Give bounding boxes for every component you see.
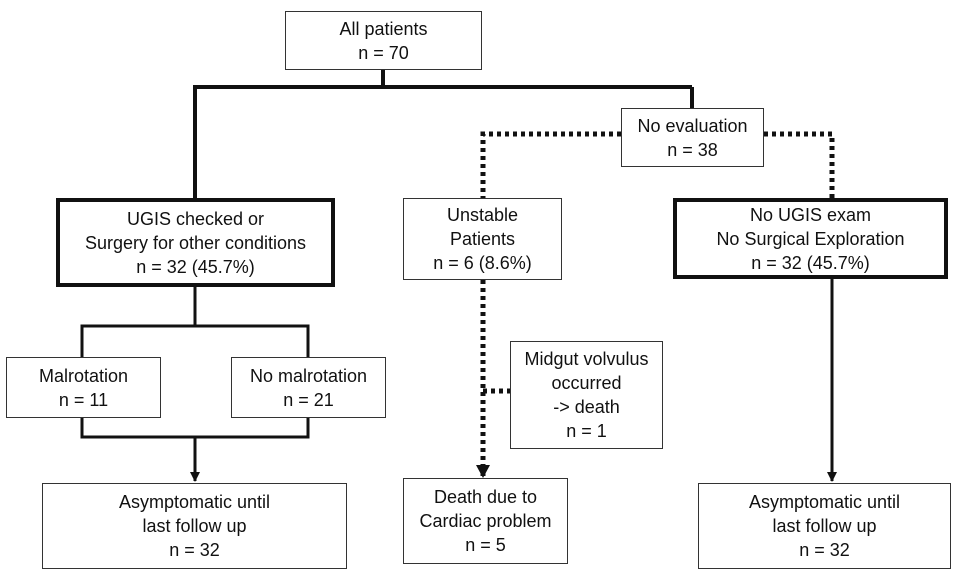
node-volvulus-line-3: -> death — [553, 397, 620, 417]
node-all-patients: All patients n = 70 — [285, 11, 482, 70]
node-ugis-checked-line-2: Surgery for other conditions — [84, 232, 307, 253]
node-ugis-checked-line-3: n = 32 (45.7%) — [136, 256, 255, 277]
node-no-evaluation: No evaluation n = 38 — [621, 108, 764, 167]
node-malrotation-line-2: n = 11 — [58, 389, 109, 410]
node-volvulus-line-4: n = 1 — [566, 421, 607, 441]
node-midgut-volvulus: Midgut volvulus occurred -> death n = 1 — [510, 341, 663, 449]
node-no-ugis-line-3: n = 32 (45.7%) — [751, 252, 870, 273]
node-asymptomatic-left: Asymptomatic until last follow up n = 32 — [42, 483, 347, 569]
node-unstable-line-2: Patients — [449, 229, 516, 249]
connector-merge — [80, 418, 310, 439]
node-asymp-left-line-1: Asymptomatic until — [118, 492, 271, 512]
node-ugis-checked: UGIS checked or Surgery for other condit… — [56, 198, 335, 287]
node-all-patients-line-1: All patients — [339, 18, 428, 39]
node-no-malrotation-line-1: No malrotation — [249, 365, 368, 386]
node-no-ugis-line-2: No Surgical Exploration — [716, 228, 905, 249]
node-all-patients-line-2: n = 70 — [358, 42, 409, 63]
connector-ugis-split — [80, 324, 310, 357]
node-no-ugis-exam: No UGIS exam No Surgical Exploration n =… — [673, 198, 948, 279]
node-unstable-line-1: Unstable — [446, 205, 519, 225]
arrow-head-death — [476, 465, 490, 478]
node-asymp-right-line-1: Asymptomatic until — [748, 492, 901, 512]
node-death-line-1: Death due to — [433, 487, 538, 507]
node-volvulus-line-2: occurred — [551, 373, 622, 393]
connector-no-evaluation-to-no-ugis — [764, 131, 835, 198]
node-asymp-left-line-3: n = 32 — [169, 540, 220, 560]
node-volvulus-line-1: Midgut volvulus — [524, 349, 649, 369]
node-unstable-patients: Unstable Patients n = 6 (8.6%) — [403, 198, 562, 280]
node-death-line-3: n = 5 — [465, 535, 506, 555]
node-no-malrotation: No malrotation n = 21 — [231, 357, 386, 418]
node-ugis-checked-line-1: UGIS checked or — [126, 208, 265, 229]
connector-no-evaluation-to-unstable — [480, 131, 621, 198]
node-asymptomatic-right: Asymptomatic until last follow up n = 32 — [698, 483, 951, 569]
node-no-evaluation-line-2: n = 38 — [667, 139, 718, 160]
node-no-ugis-line-1: No UGIS exam — [749, 204, 872, 225]
node-no-evaluation-line-1: No evaluation — [637, 115, 748, 136]
node-death-line-2: Cardiac problem — [419, 511, 552, 531]
node-asymp-right-line-3: n = 32 — [799, 540, 850, 560]
node-unstable-line-3: n = 6 (8.6%) — [433, 253, 532, 273]
node-malrotation: Malrotation n = 11 — [6, 357, 161, 418]
node-asymp-right-line-2: last follow up — [772, 516, 877, 536]
node-asymp-left-line-2: last follow up — [142, 516, 247, 536]
node-no-malrotation-line-2: n = 21 — [283, 389, 334, 410]
node-death-cardiac: Death due to Cardiac problem n = 5 — [403, 478, 568, 564]
connector-all-to-ugis — [193, 70, 385, 198]
node-malrotation-line-1: Malrotation — [38, 365, 129, 386]
